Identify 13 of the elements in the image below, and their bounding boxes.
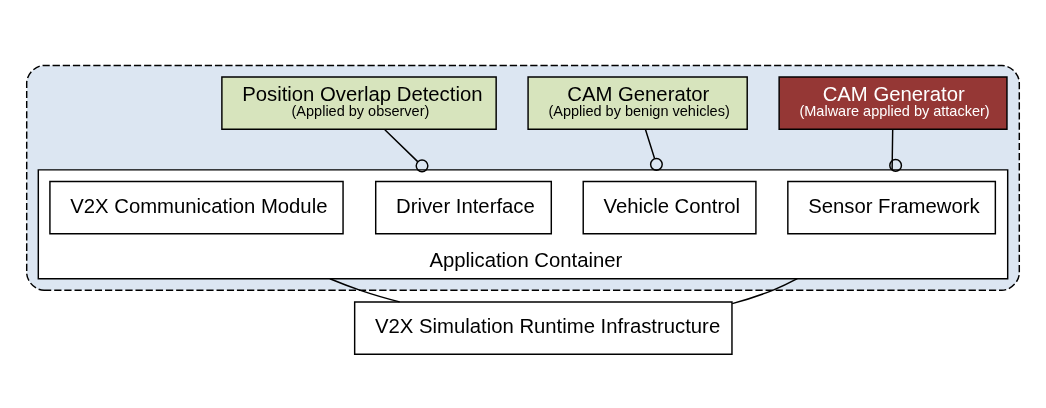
node-box: V2X Communication Module	[49, 180, 344, 235]
node-box: CAM Generator (Applied by benign vehicles)	[527, 76, 748, 130]
node-box: Driver Interface	[375, 180, 553, 235]
connector	[644, 128, 663, 171]
cluster	[25, 64, 1021, 292]
connector	[731, 278, 799, 305]
node-box: Position Overlap Detection (Applied by observer)	[221, 76, 497, 130]
node-box: CAM Generator (Malware applied by attacker)	[778, 76, 1008, 130]
node-box: Sensor Framework	[787, 180, 997, 235]
node-box: V2X Simulation Runtime Infrastructure	[353, 301, 733, 355]
connector	[384, 128, 429, 173]
connector	[889, 128, 903, 172]
node-box: Vehicle Control	[582, 180, 757, 235]
